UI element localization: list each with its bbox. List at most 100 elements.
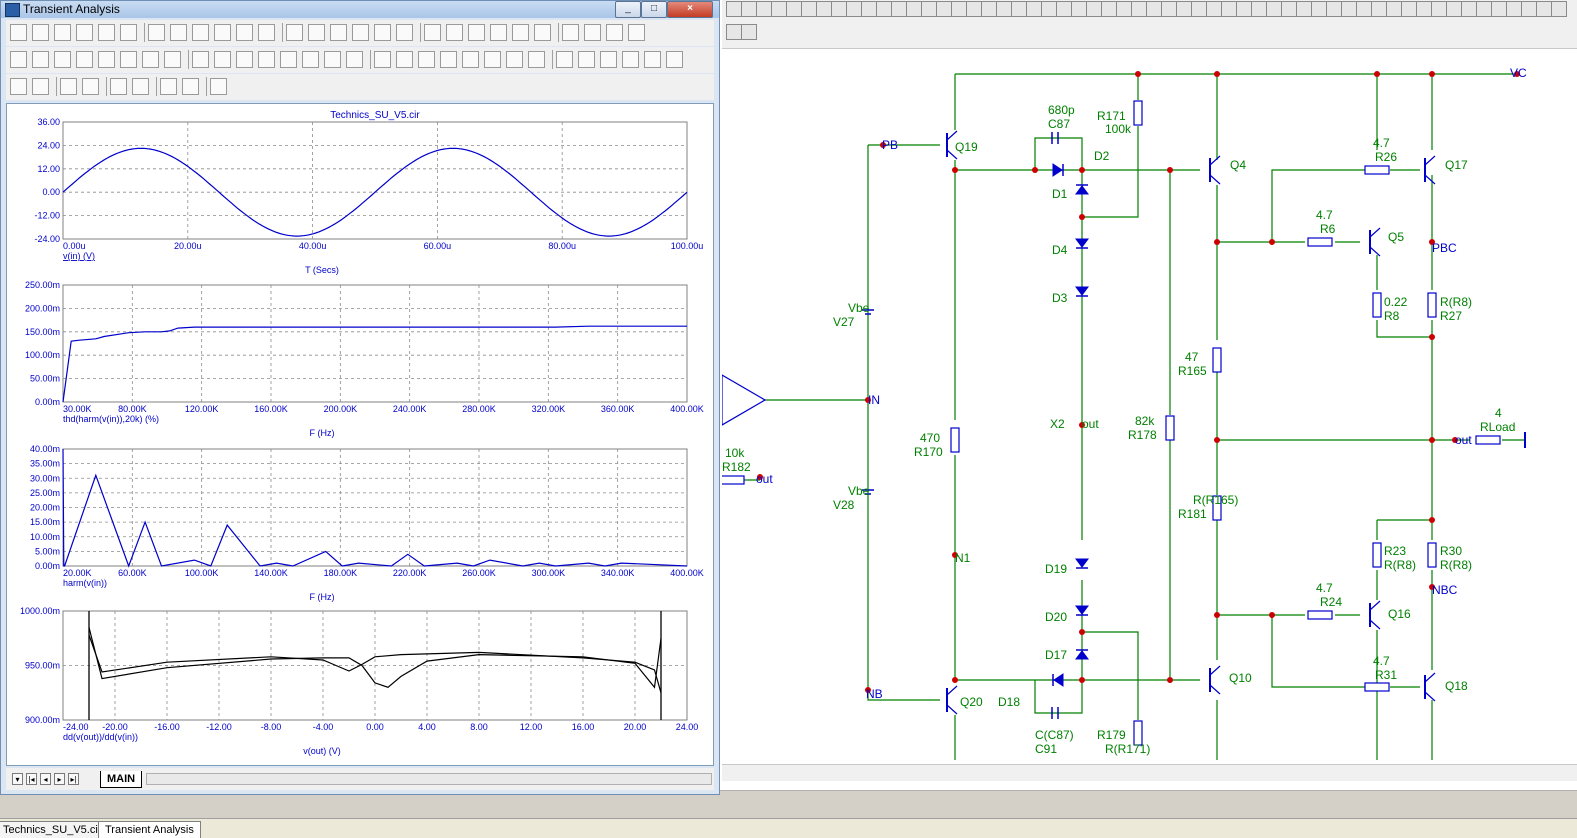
schematic-label[interactable]: D17 [1045, 648, 1067, 662]
maximize-button[interactable]: □ [641, 1, 667, 18]
schematic-label[interactable]: 680p [1048, 103, 1075, 117]
schematic-label[interactable]: PB [882, 138, 898, 152]
minimize-button[interactable]: _ [615, 1, 641, 18]
toolbar-button-tb2-20[interactable] [462, 51, 479, 68]
schematic-label[interactable]: C91 [1035, 742, 1057, 756]
doc-tab-transient[interactable]: Transient Analysis [98, 821, 201, 838]
schematic-label[interactable]: R24 [1320, 595, 1342, 609]
schematic-label[interactable]: R165 [1178, 364, 1207, 378]
schematic-label[interactable]: R8 [1384, 309, 1400, 323]
toolbar-button-tb1-1[interactable] [32, 24, 49, 41]
first-tab-icon[interactable]: |◂ [26, 773, 37, 785]
schematic-label[interactable]: out [756, 472, 773, 486]
schematic-tool-icon[interactable] [1401, 1, 1417, 17]
schematic-label[interactable]: 4 [1495, 406, 1502, 420]
schematic-label[interactable]: PBC [1432, 241, 1457, 255]
schematic-label[interactable]: 47 [1185, 350, 1199, 364]
schematic-canvas[interactable]: Q19PB680pC87R171100kD2Q44.7R26Q17VCD14.7… [722, 48, 1577, 764]
schematic-label[interactable]: R181 [1178, 507, 1207, 521]
toolbar-button-tb3-2[interactable] [60, 78, 77, 95]
schematic-tool-icon[interactable] [1461, 1, 1477, 17]
schematic-tool-icon[interactable] [1311, 1, 1327, 17]
schematic-label[interactable]: R(R8) [1440, 295, 1472, 309]
toolbar-button-tb3-3[interactable] [82, 78, 99, 95]
schematic-tool-icon[interactable] [1221, 1, 1237, 17]
schematic-label[interactable]: Q19 [955, 140, 978, 154]
schematic-label[interactable]: NBC [1432, 583, 1458, 597]
schematic-label[interactable]: R27 [1440, 309, 1462, 323]
schematic-label[interactable]: C(C87) [1035, 728, 1074, 742]
schematic-label[interactable]: D18 [998, 695, 1020, 709]
schematic-tool-icon[interactable] [1506, 1, 1522, 17]
schematic-label[interactable]: Q17 [1445, 158, 1468, 172]
toolbar-button-tb3-7[interactable] [182, 78, 199, 95]
toolbar-button-tb1-3[interactable] [76, 24, 93, 41]
schematic-label[interactable]: D20 [1045, 610, 1067, 624]
toolbar-button-tb2-27[interactable] [622, 51, 639, 68]
prev-tab-icon[interactable]: ◂ [40, 773, 51, 785]
toolbar-button-tb1-20[interactable] [468, 24, 485, 41]
toolbar-button-tb1-16[interactable] [374, 24, 391, 41]
toolbar-button-tb1-27[interactable] [628, 24, 645, 41]
schematic-tool-icon[interactable] [1101, 1, 1117, 17]
toolbar-button-tb1-21[interactable] [490, 24, 507, 41]
schematic-tool-icon[interactable] [1266, 1, 1282, 17]
toolbar-button-tb1-23[interactable] [534, 24, 551, 41]
last-tab-icon[interactable]: ▸| [68, 773, 79, 785]
toolbar-button-tb2-29[interactable] [666, 51, 683, 68]
toolbar-button-tb2-5[interactable] [120, 51, 137, 68]
schematic-label[interactable]: RLoad [1480, 420, 1515, 434]
schematic-label[interactable]: V28 [833, 498, 855, 512]
sheet-tab-main[interactable]: MAIN [100, 771, 143, 788]
schematic-tool-icon[interactable] [1236, 1, 1252, 17]
schematic-label[interactable]: V27 [833, 315, 855, 329]
schematic-label[interactable]: R(R8) [1440, 558, 1472, 572]
toolbar-button-tb1-17[interactable] [396, 24, 413, 41]
schematic-tool-icon[interactable] [801, 1, 817, 17]
schematic-tool-icon[interactable] [861, 1, 877, 17]
schematic-tool-icon[interactable] [981, 1, 997, 17]
toolbar-button-tb1-15[interactable] [352, 24, 369, 41]
schematic-label[interactable]: Q20 [960, 695, 983, 709]
schematic-tool-icon[interactable] [786, 1, 802, 17]
toolbar-button-tb2-16[interactable] [374, 51, 391, 68]
toolbar-button-tb3-6[interactable] [160, 78, 177, 95]
toolbar-button-tb2-9[interactable] [214, 51, 231, 68]
schematic-label[interactable]: D2 [1094, 149, 1110, 163]
schematic-label[interactable]: 4.7 [1373, 654, 1390, 668]
schematic-tool-icon[interactable] [1281, 1, 1297, 17]
toolbar-button-tb2-22[interactable] [506, 51, 523, 68]
schematic-tool-icon[interactable] [1371, 1, 1387, 17]
toolbar-button-tb2-8[interactable] [192, 51, 209, 68]
schematic-tool-icon[interactable] [1056, 1, 1072, 17]
toolbar-button-tb2-3[interactable] [76, 51, 93, 68]
toolbar-button-tb1-12[interactable] [286, 24, 303, 41]
toolbar-button-tb2-14[interactable] [324, 51, 341, 68]
schematic-label[interactable]: N1 [955, 551, 971, 565]
schematic-tool-icon[interactable] [1206, 1, 1222, 17]
schematic-label[interactable]: Q4 [1230, 158, 1246, 172]
schematic-tool-icon[interactable] [1146, 1, 1162, 17]
schematic-tool-icon[interactable] [876, 1, 892, 17]
schematic-tool-icon[interactable] [1536, 1, 1552, 17]
toolbar-button-tb2-12[interactable] [280, 51, 297, 68]
schematic-tool-icon[interactable] [741, 1, 757, 17]
toolbar-button-tb2-17[interactable] [396, 51, 413, 68]
sheet-scrollbar[interactable] [146, 773, 712, 785]
scroll-tab-menu-icon[interactable]: ▾ [12, 773, 23, 785]
toolbar-button-tb2-1[interactable] [32, 51, 49, 68]
schematic-label[interactable]: D19 [1045, 562, 1067, 576]
toolbar-button-tb2-19[interactable] [440, 51, 457, 68]
toolbar-button-tb3-0[interactable] [10, 78, 27, 95]
schematic-label[interactable]: R(R8) [1384, 558, 1416, 572]
schematic-tool-icon[interactable] [1011, 1, 1027, 17]
schematic-label[interactable]: 4.7 [1373, 136, 1390, 150]
schematic-tool-icon[interactable] [966, 1, 982, 17]
schematic-label[interactable]: 470 [920, 431, 940, 445]
schematic-label[interactable]: Vbe [848, 301, 870, 315]
schematic-label[interactable]: Q18 [1445, 679, 1468, 693]
toolbar-button-tb3-1[interactable] [32, 78, 49, 95]
schematic-tool-icon[interactable] [1446, 1, 1462, 17]
